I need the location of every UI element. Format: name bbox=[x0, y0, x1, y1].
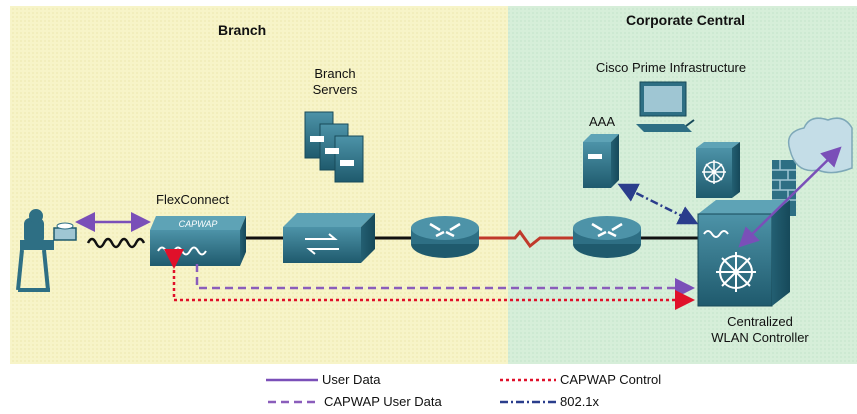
flexconnect-label: FlexConnect bbox=[156, 192, 229, 207]
router-icon bbox=[573, 216, 641, 258]
aaa-label: AAA bbox=[588, 114, 615, 129]
legend-capwap-user-data-swatch bbox=[268, 400, 320, 403]
router-icon bbox=[411, 216, 479, 258]
user-data-link bbox=[738, 146, 842, 248]
branch-servers-label: Branch Servers bbox=[312, 66, 358, 97]
wireless-link bbox=[86, 237, 146, 249]
wlc-label: Centralized WLAN Controller bbox=[711, 314, 809, 345]
corporate-zone-title: Corporate Central bbox=[626, 12, 746, 28]
wired-links bbox=[245, 229, 700, 249]
legend-user-data: User Data bbox=[266, 372, 381, 387]
branch-zone bbox=[10, 6, 508, 364]
legend-capwap-control: CAPWAP Control bbox=[500, 372, 661, 387]
branch-zone-title: Branch bbox=[218, 22, 267, 38]
switch-icon bbox=[283, 213, 375, 263]
legend-dot1x-swatch bbox=[500, 400, 556, 403]
legend-dot1x-label: 802.1x bbox=[560, 394, 600, 409]
wlan-controller-icon bbox=[696, 142, 740, 198]
legend-capwap-user-data-label: CAPWAP User Data bbox=[324, 394, 442, 409]
server-icon bbox=[583, 134, 619, 188]
dot1x-link bbox=[617, 183, 699, 225]
capwap-control-path bbox=[164, 249, 695, 310]
flexconnect-badge: CAPWAP bbox=[179, 219, 218, 229]
legend-user-data-swatch bbox=[266, 378, 318, 381]
legend-area bbox=[0, 364, 857, 414]
legend-user-data-label: User Data bbox=[322, 372, 381, 387]
legend-dot1x: 802.1x bbox=[500, 394, 599, 409]
legend-capwap-control-swatch bbox=[500, 378, 556, 381]
wireless-user-icon bbox=[16, 209, 77, 292]
legend-capwap-control-label: CAPWAP Control bbox=[560, 372, 662, 387]
cisco-prime-label: Cisco Prime Infrastructure bbox=[595, 60, 747, 75]
server-icon bbox=[304, 111, 364, 183]
access-point-icon: CAPWAP bbox=[150, 216, 246, 266]
legend-capwap-user-data: CAPWAP User Data bbox=[268, 394, 442, 409]
wlan-controller-icon bbox=[697, 200, 790, 307]
workstation-icon bbox=[636, 81, 695, 132]
